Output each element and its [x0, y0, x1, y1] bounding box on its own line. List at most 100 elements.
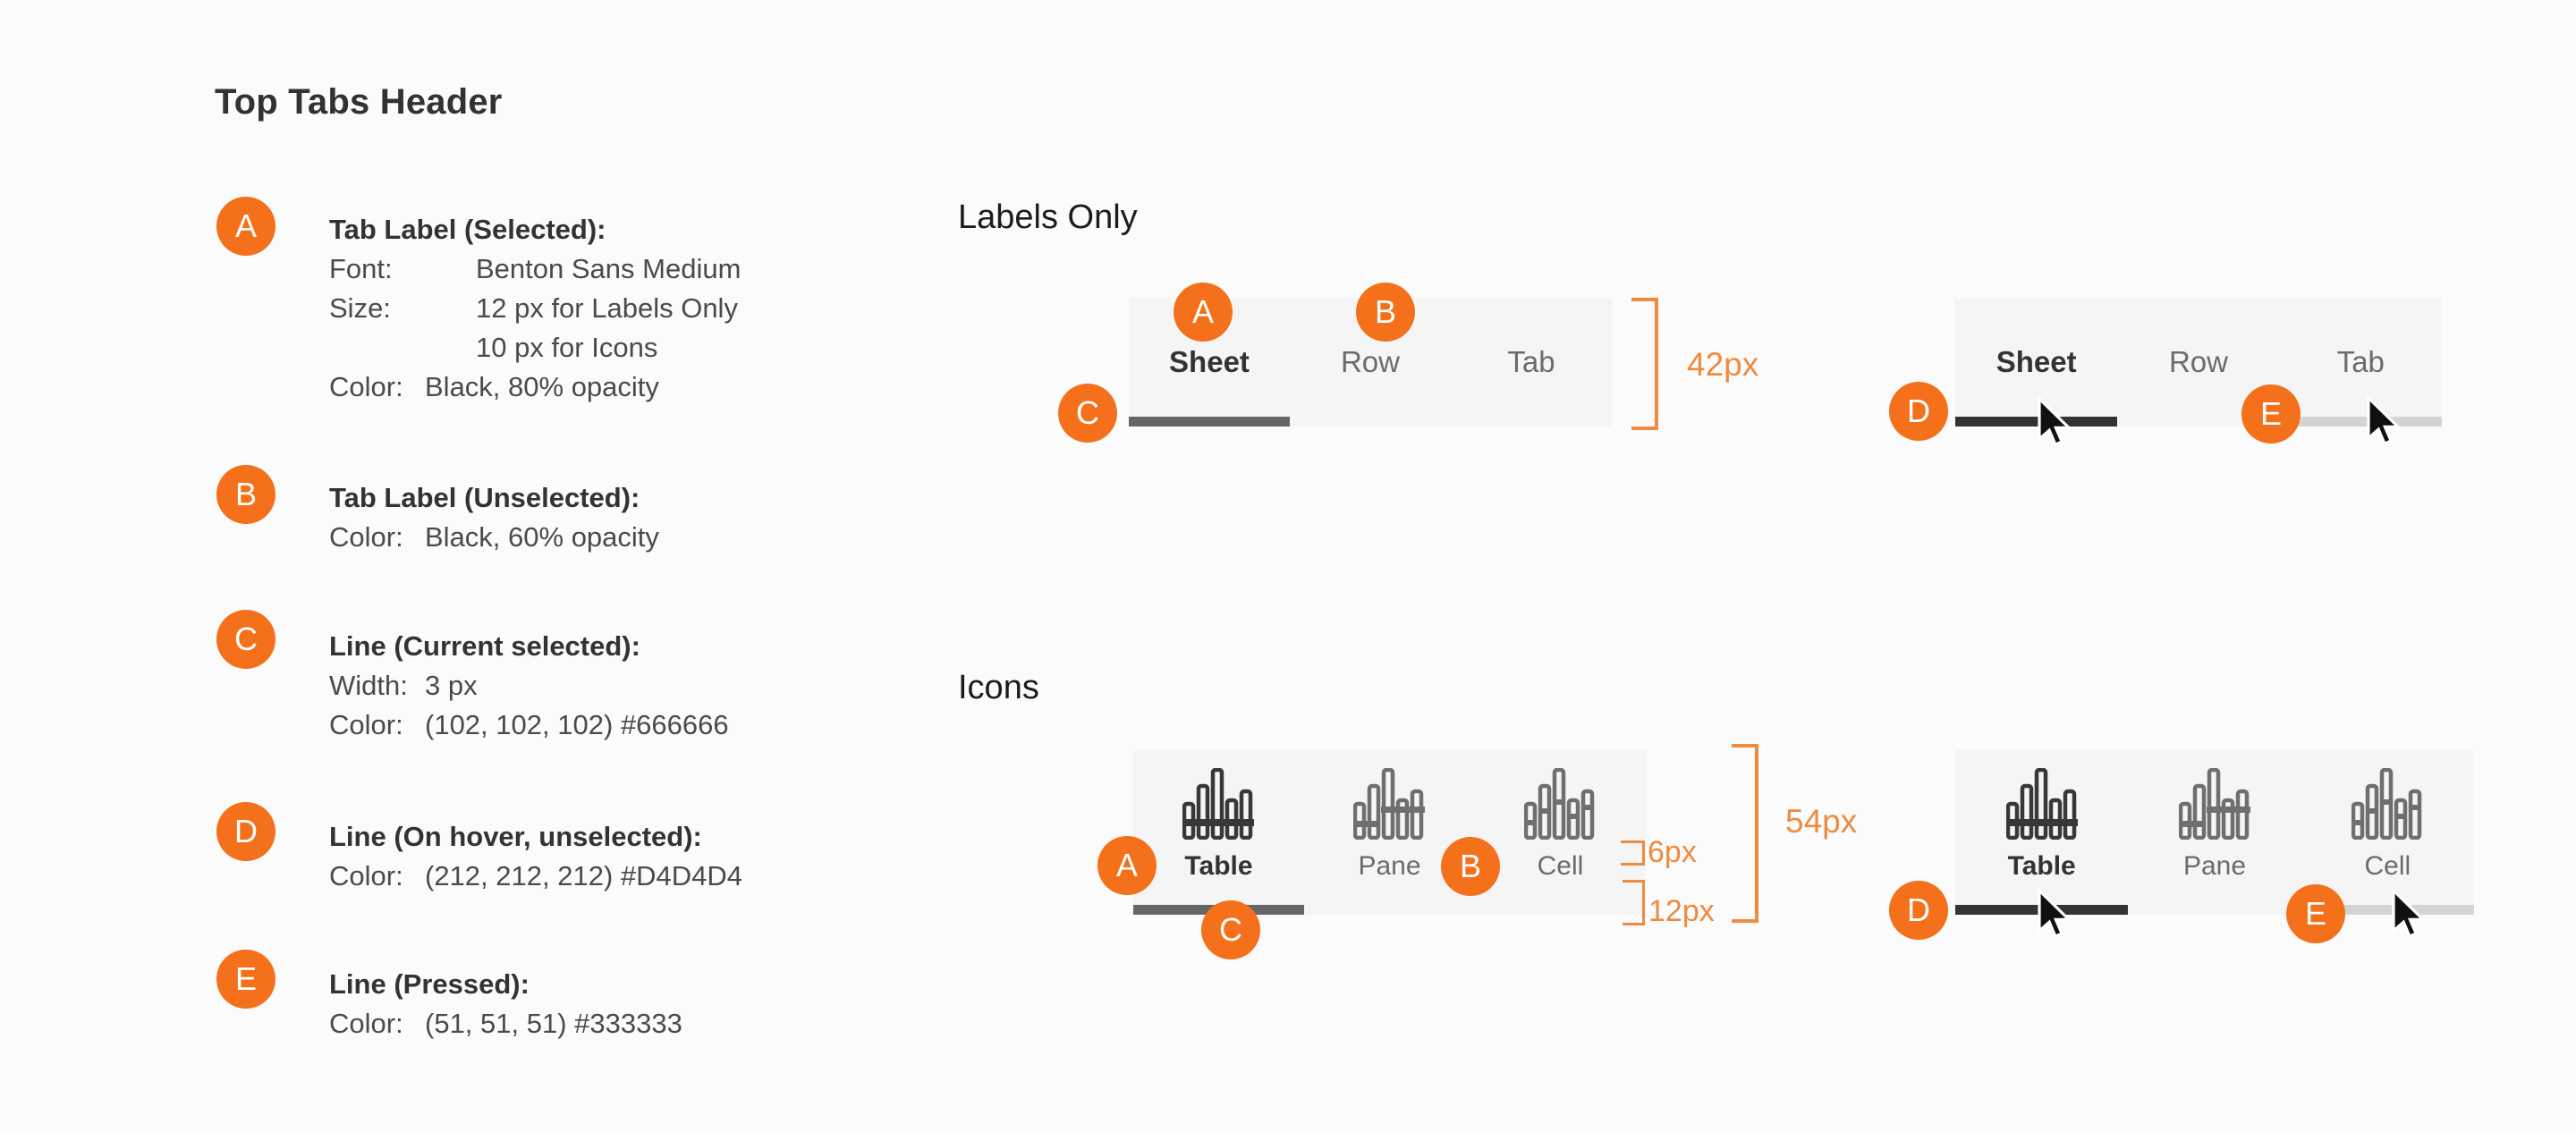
legend-row: Font:Benton Sans Medium	[329, 249, 741, 289]
legend-marker-b: B	[216, 465, 275, 524]
row-value: Black, 60% opacity	[425, 521, 659, 553]
tab-pane[interactable]: Pane	[1304, 750, 1475, 915]
height-bracket-54	[1732, 744, 1758, 923]
tab-label: Cell	[2364, 851, 2411, 881]
marker-letter: A	[1115, 847, 1138, 883]
legend-item-d: Line (On hover, unselected): Color: (212,…	[329, 817, 742, 896]
marker-c-icons: C	[1201, 900, 1260, 959]
height-bracket-42	[1631, 298, 1658, 430]
tab-row[interactable]: Row	[2117, 298, 2279, 427]
cursor-icon	[2367, 394, 2402, 452]
tab-table[interactable]: Table	[1955, 750, 2128, 915]
row-value: (212, 212, 212) #D4D4D4	[425, 860, 743, 891]
legend-row: Size:12 px for Labels Only	[329, 289, 741, 328]
tab-label: Table	[2007, 851, 2076, 881]
tab-label: Row	[1340, 345, 1400, 378]
marker-letter: A	[234, 207, 257, 244]
tab-label: Pane	[2182, 851, 2247, 881]
table-icon	[1182, 767, 1255, 844]
legend-title: Tab Label (Selected):	[329, 214, 606, 245]
legend-item-a: Tab Label (Selected): Font:Benton Sans M…	[329, 210, 741, 407]
legend-title: Tab Label (Unselected):	[329, 482, 640, 513]
selected-tab-line	[1129, 417, 1290, 427]
row-label: Color:	[329, 521, 403, 553]
hover-tab-line	[2280, 417, 2442, 427]
legend-row: Color: (212, 212, 212) #D4D4D4	[329, 857, 742, 896]
dimension-12px: 12px	[1648, 894, 1715, 928]
page-title: Top Tabs Header	[215, 82, 503, 122]
legend-item-c: Line (Current selected): Width:3 px Colo…	[329, 627, 729, 745]
labels-only-heading: Labels Only	[958, 199, 1138, 236]
tab-label: Table	[1184, 851, 1253, 881]
marker-letter: D	[1907, 891, 1930, 928]
legend-title: Line (On hover, unselected):	[329, 821, 702, 852]
row-label: Color:	[329, 1008, 403, 1039]
tab-cell[interactable]: Cell	[1475, 750, 1646, 915]
row-value: Black, 80% opacity	[425, 371, 659, 402]
tab-label: Row	[2168, 345, 2228, 378]
tab-label: Sheet	[1169, 345, 1250, 378]
icons-tabbar-default: Table Pane	[1133, 750, 1646, 915]
row-value: (51, 51, 51) #333333	[425, 1008, 682, 1039]
row-label: Color:	[329, 371, 403, 402]
marker-b-labels: B	[1356, 283, 1415, 342]
tab-cell[interactable]: Cell	[2301, 750, 2474, 915]
marker-b-icons: B	[1441, 837, 1500, 896]
marker-letter: E	[2304, 895, 2326, 932]
dimension-6px: 6px	[1648, 835, 1697, 869]
tab-sheet[interactable]: Sheet	[1955, 298, 2117, 427]
marker-letter: B	[234, 476, 257, 512]
marker-letter: A	[1191, 293, 1214, 330]
marker-c-labels: C	[1058, 384, 1117, 443]
legend-marker-c: C	[216, 610, 275, 669]
row-label: Color:	[329, 860, 403, 891]
cell-icon	[1524, 767, 1596, 844]
marker-letter: E	[2259, 395, 2282, 432]
tab-sheet[interactable]: Sheet	[1129, 298, 1290, 427]
marker-letter: B	[1374, 293, 1396, 330]
table-icon	[2005, 767, 2078, 844]
cursor-icon	[2392, 887, 2427, 945]
pressed-tab-line	[1955, 417, 2117, 427]
legend-marker-e: E	[216, 950, 275, 1009]
row-value: (102, 102, 102) #666666	[425, 709, 729, 740]
row-label: Size:	[329, 292, 391, 324]
row-label: Font:	[329, 253, 393, 284]
marker-letter: C	[1076, 394, 1099, 431]
marker-letter: B	[1459, 848, 1481, 884]
cursor-icon	[2038, 887, 2072, 945]
legend-marker-d: D	[216, 802, 275, 861]
tab-label: Sheet	[1996, 345, 2077, 378]
marker-letter: D	[234, 813, 258, 849]
tab-table[interactable]: Table	[1133, 750, 1304, 915]
marker-letter: C	[1219, 911, 1242, 948]
marker-a-labels: A	[1174, 283, 1233, 342]
row-value: 10 px for Icons	[476, 332, 658, 363]
gap-bracket-12	[1623, 880, 1645, 925]
legend-item-e: Line (Pressed): Color:(51, 51, 51) #3333…	[329, 965, 682, 1043]
dimension-42px: 42px	[1687, 346, 1759, 383]
tab-tab[interactable]: Tab	[1451, 298, 1612, 427]
tab-label: Pane	[1358, 851, 1421, 881]
legend-row: Color: (51, 51, 51) #333333	[329, 1004, 682, 1043]
gap-bracket-6	[1621, 841, 1645, 866]
tab-label: Tab	[1507, 345, 1555, 378]
legend-row: Color: Black, 60% opacity	[329, 518, 659, 557]
marker-e-icons: E	[2286, 884, 2345, 943]
legend-row: Color: (102, 102, 102) #666666	[329, 705, 729, 745]
tab-pane[interactable]: Pane	[2128, 750, 2301, 915]
dimension-54px: 54px	[1785, 803, 1858, 840]
row-label: Color:	[329, 709, 403, 740]
legend-title: Line (Current selected):	[329, 630, 640, 662]
pane-icon	[1353, 767, 1426, 844]
legend-row: 10 px for Icons	[329, 328, 741, 367]
icons-tabbar-states: Table Pane	[1955, 750, 2474, 915]
legend-item-b: Tab Label (Unselected): Color: Black, 60%…	[329, 478, 659, 557]
marker-letter: E	[234, 960, 257, 997]
tab-row[interactable]: Row	[1290, 298, 1451, 427]
labels-tabbar-states: Sheet Row Tab	[1955, 298, 2442, 427]
row-value: 3 px	[425, 670, 478, 701]
tab-tab[interactable]: Tab	[2280, 298, 2442, 427]
marker-letter: C	[234, 621, 258, 657]
legend-marker-a: A	[216, 197, 275, 256]
